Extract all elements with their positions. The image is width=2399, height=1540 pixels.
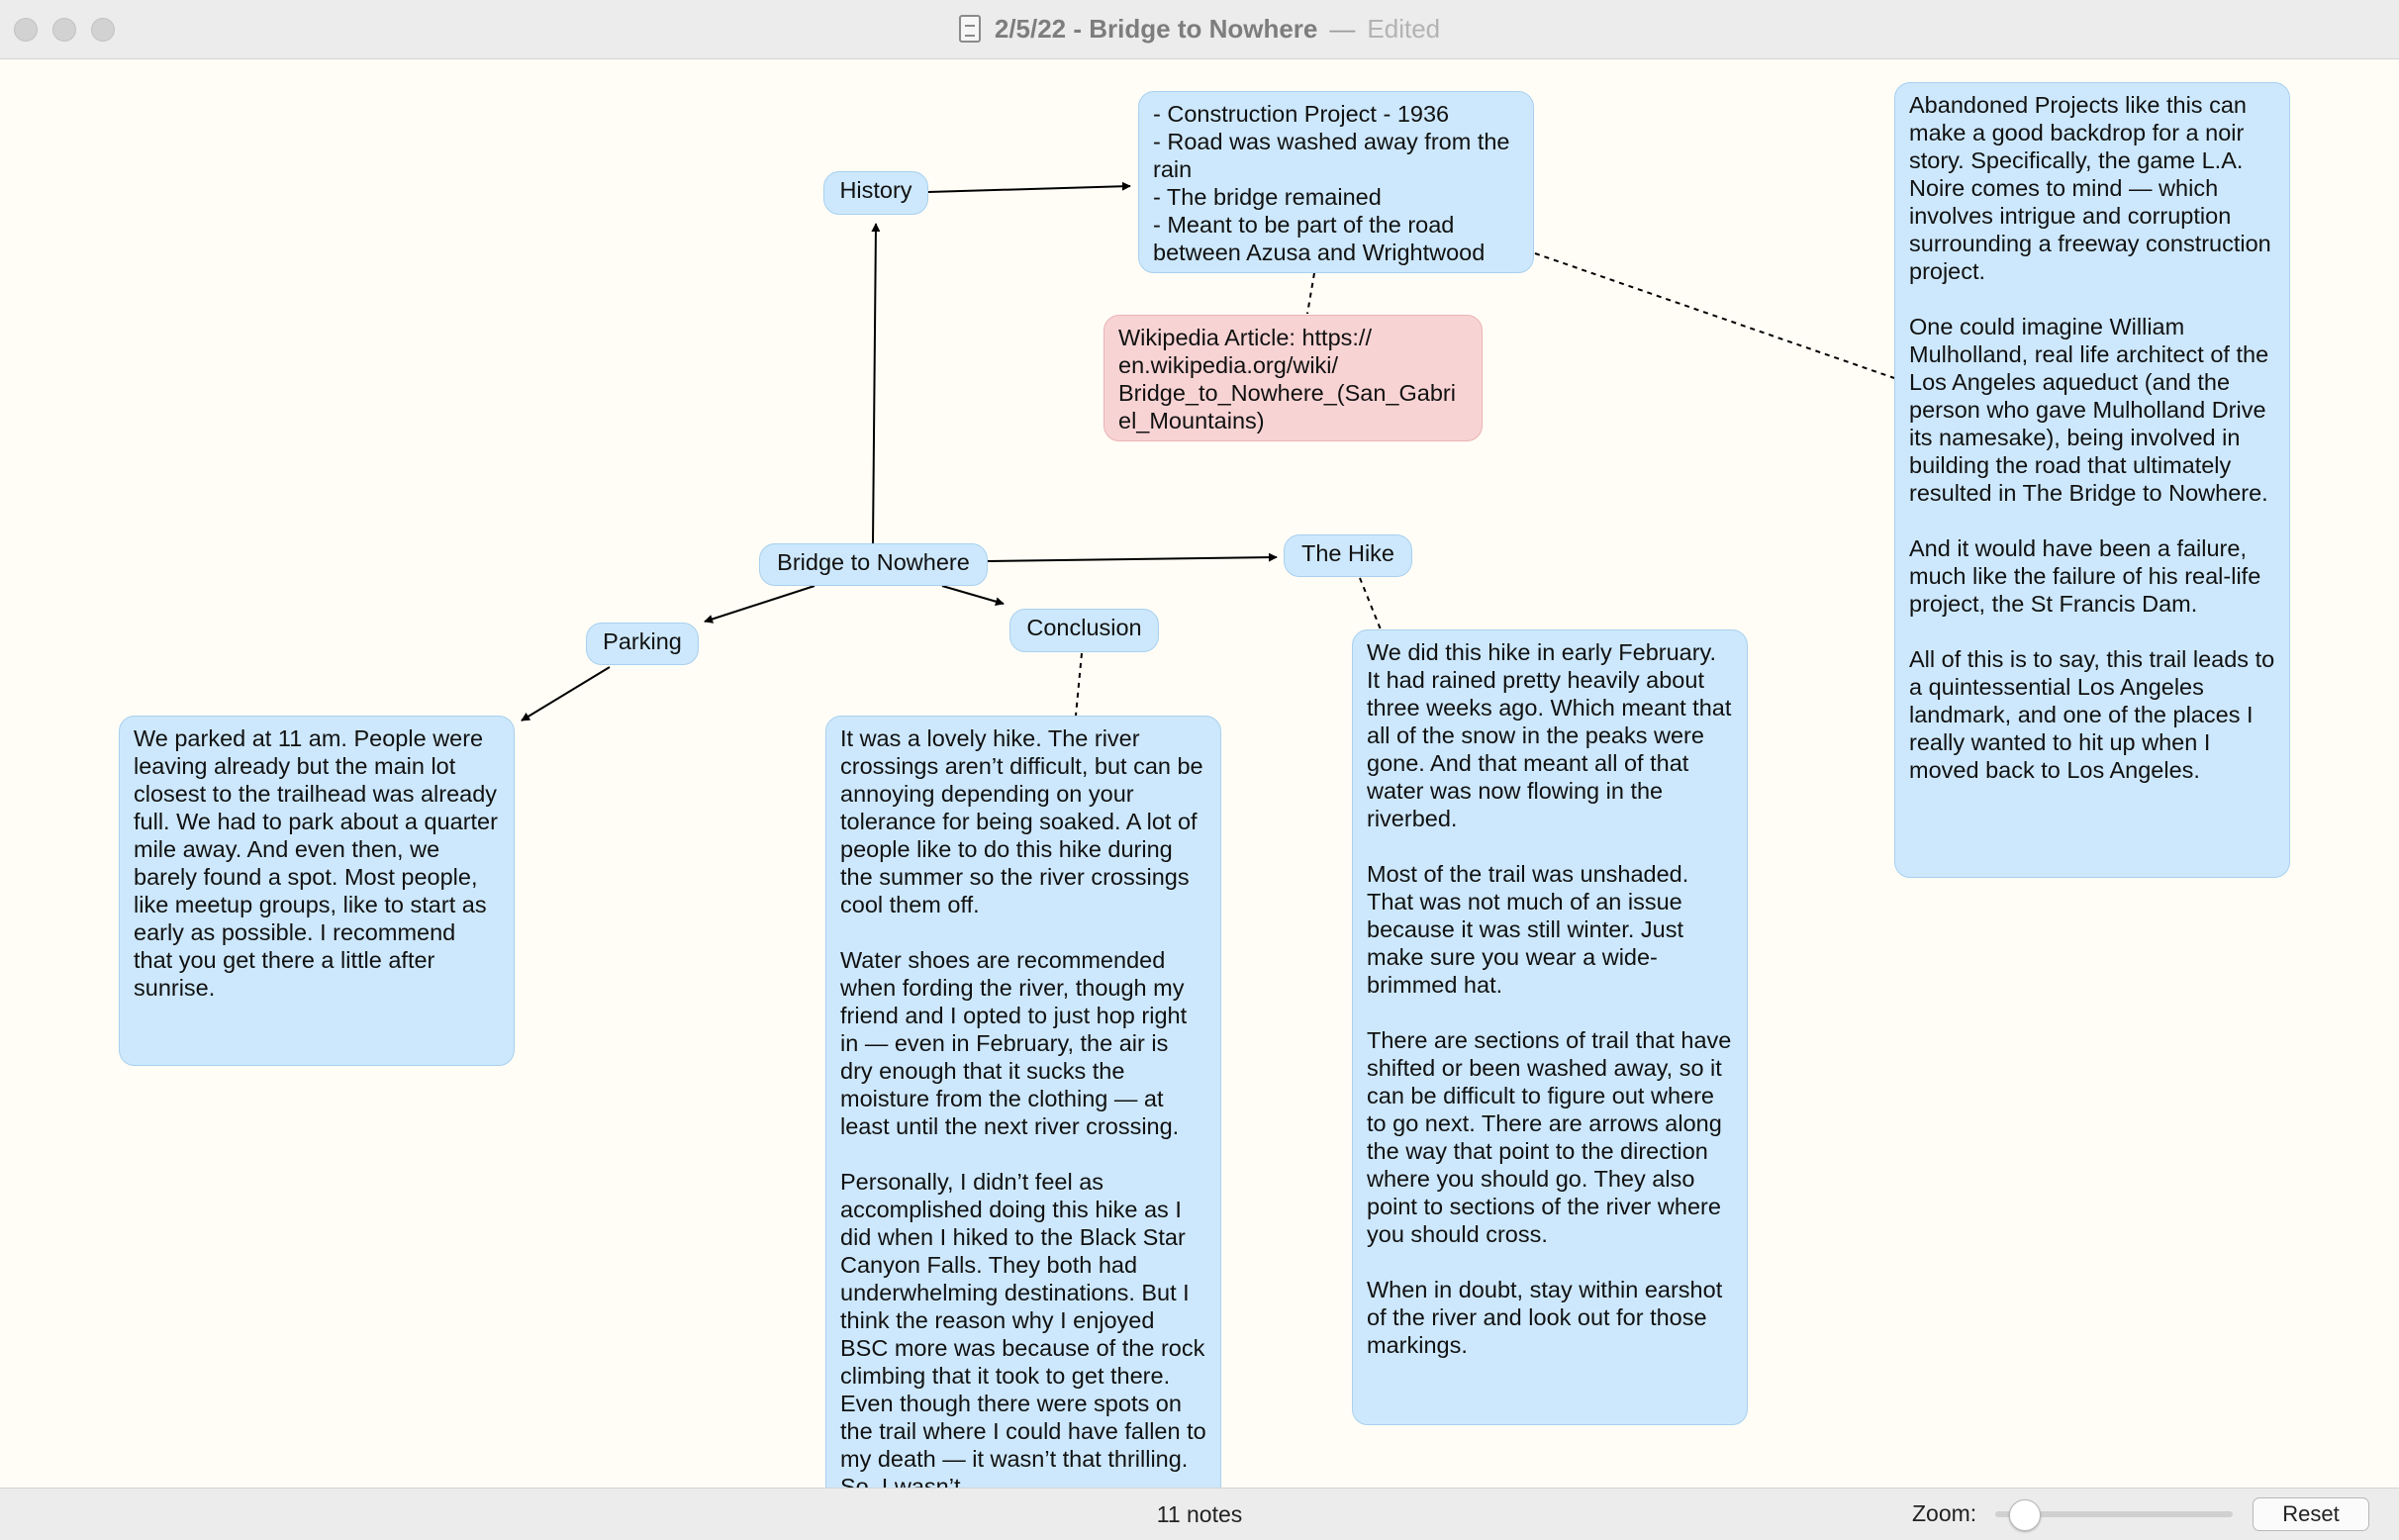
note-history-detail[interactable]: - Construction Project - 1936 - Road was… [1138, 91, 1534, 273]
minimize-window-button[interactable] [52, 18, 76, 42]
note-the-hike[interactable]: The Hike [1284, 534, 1412, 577]
window-title: 2/5/22 - Bridge to Nowhere — Edited [0, 0, 2399, 57]
document-icon [958, 15, 981, 43]
note-wikipedia-link[interactable]: Wikipedia Article: https:// en.wikipedia… [1104, 315, 1483, 441]
note-count: 11 notes [1156, 1500, 1243, 1527]
note-hike-detail[interactable]: We did this hike in early February. It h… [1352, 629, 1748, 1425]
note-parking[interactable]: Parking [586, 623, 699, 665]
dashed-link-history-wikipedia[interactable] [1306, 272, 1315, 315]
zoom-slider-knob[interactable] [2008, 1499, 2041, 1531]
note-conclusion-detail[interactable]: It was a lovely hike. The river crossing… [825, 716, 1221, 1488]
reset-zoom-button[interactable]: Reset [2253, 1497, 2369, 1531]
zoom-label: Zoom: [1912, 1500, 1977, 1526]
dashed-link-hike-detail[interactable] [1359, 577, 1382, 630]
arrow-root-to-history[interactable] [871, 220, 881, 544]
arrow-root-to-conclusion[interactable] [941, 585, 1005, 607]
connections-layer [521, 181, 1895, 722]
close-window-button[interactable] [14, 18, 38, 42]
arrow-parking-to-detail[interactable] [521, 666, 611, 722]
arrow-history-to-detail[interactable] [927, 181, 1131, 193]
note-conclusion[interactable]: Conclusion [1009, 609, 1159, 652]
note-history[interactable]: History [823, 171, 928, 215]
dashed-link-conclusion-detail[interactable] [1075, 652, 1083, 717]
zoom-slider-track[interactable] [1995, 1511, 2233, 1517]
title-bar: 2/5/22 - Bridge to Nowhere — Edited [0, 0, 2399, 59]
status-bar: 11 notes Zoom: Reset [0, 1488, 2399, 1540]
arrow-root-to-parking[interactable] [704, 585, 816, 624]
window-title-text: 2/5/22 - Bridge to Nowhere [994, 13, 1318, 44]
note-bridge-to-nowhere[interactable]: Bridge to Nowhere [759, 543, 988, 586]
dashed-link-history-noir[interactable] [1534, 252, 1895, 379]
edited-indicator: Edited [1367, 13, 1441, 44]
title-separator: — [1329, 13, 1356, 44]
arrow-root-to-hike[interactable] [987, 552, 1278, 562]
notes-canvas[interactable]: - Construction Project - 1936 - Road was… [0, 59, 2399, 1488]
zoom-window-button[interactable] [91, 18, 115, 42]
note-noir-backdrop[interactable]: Abandoned Projects like this can make a … [1894, 82, 2290, 878]
note-parking-detail[interactable]: We parked at 11 am. People were leaving … [119, 716, 515, 1066]
